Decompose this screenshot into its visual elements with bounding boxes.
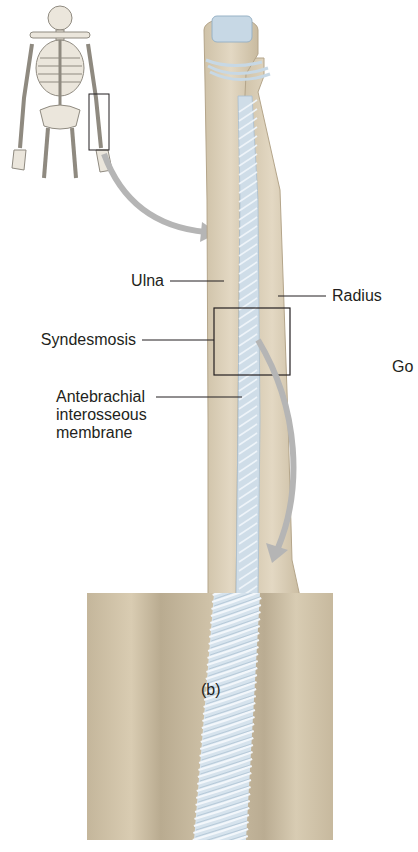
membrane-fibers	[239, 100, 257, 598]
spine	[59, 40, 62, 112]
leader-line	[142, 340, 214, 341]
fiber-shadow	[204, 716, 253, 732]
forearm-bones	[204, 16, 302, 643]
fiber-shadow	[210, 639, 257, 655]
fiber-shadow	[202, 744, 252, 760]
fiber-shadow	[198, 786, 249, 802]
fiber-shadow	[197, 807, 248, 823]
left-arm	[20, 44, 32, 148]
leg	[44, 128, 48, 178]
panel-label: (b)	[201, 681, 221, 699]
fiber-shadow	[200, 758, 250, 774]
membrane-fibers	[192, 593, 263, 840]
leg	[72, 128, 76, 178]
fiber-shadow	[209, 653, 257, 669]
fiber-shadow	[202, 737, 252, 753]
shoulders	[30, 32, 90, 38]
fiber-shadow	[203, 723, 252, 739]
skull	[48, 6, 72, 30]
skeleton-thumbnail	[12, 6, 112, 178]
zoom-inset	[87, 593, 333, 840]
fiber-shadow	[213, 604, 259, 620]
fiber-shadow	[212, 618, 259, 634]
hand	[12, 150, 26, 170]
fiber-shadow	[197, 800, 248, 816]
arrowhead	[266, 543, 288, 563]
fiber-shadow	[200, 765, 250, 781]
fiber-shadow	[198, 793, 249, 809]
fiber-shadow	[208, 660, 256, 676]
joint-label: Syndesmosis	[41, 331, 136, 349]
bone-surface	[87, 593, 333, 840]
zoom-box	[214, 308, 290, 375]
right-arm	[88, 44, 101, 148]
leader-line	[170, 281, 224, 282]
fiber-shadow	[194, 835, 246, 840]
fiber-shadow	[203, 730, 252, 746]
fiber-shadow	[195, 821, 247, 837]
callout-arrow	[104, 154, 206, 232]
cut-off-label: Go	[392, 358, 413, 376]
fiber-shadow	[211, 625, 258, 641]
fiber-shadow	[199, 779, 250, 795]
membrane-closeup	[194, 593, 260, 840]
leader-lines	[142, 281, 326, 397]
bone-label: Ulna	[131, 272, 164, 290]
fiber-shadow	[196, 814, 247, 830]
leader-line	[278, 296, 326, 297]
fiber-shadow	[212, 611, 258, 627]
fiber-shadow	[199, 772, 249, 788]
leader-line	[156, 397, 242, 398]
ligament	[206, 60, 270, 80]
fiber-shadow	[205, 702, 254, 718]
interosseous-membrane	[236, 96, 260, 600]
fiber-shadow	[210, 646, 257, 662]
structure-label: Antebrachial interosseous membrane	[56, 388, 154, 442]
fiber-shadow	[201, 751, 251, 767]
callout-arrow	[258, 340, 293, 548]
fiber-shadow	[204, 709, 253, 725]
pelvis	[40, 105, 80, 129]
fiber-shadow	[208, 667, 256, 683]
fiber-shadow	[214, 597, 260, 613]
fiber-shadow	[195, 828, 247, 840]
cartilage	[212, 16, 252, 42]
fiber-shadow	[211, 632, 258, 648]
bone-label: Radius	[332, 287, 382, 305]
region-box	[89, 94, 109, 150]
